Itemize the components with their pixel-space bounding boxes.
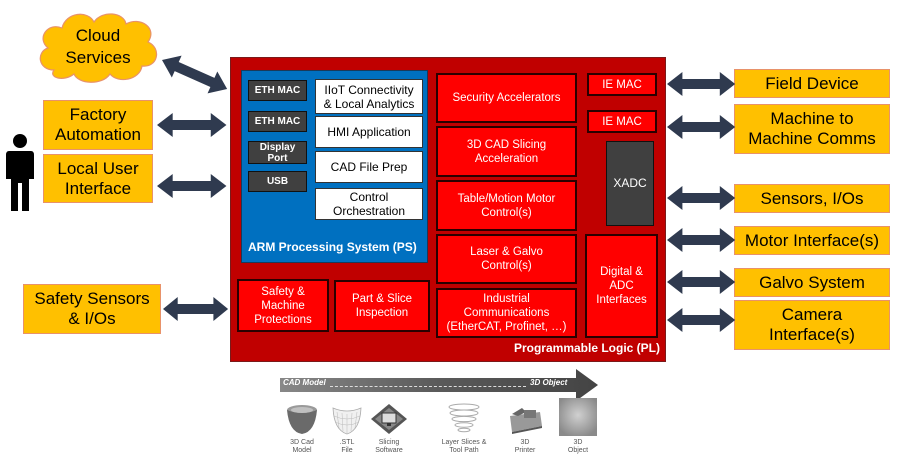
- person-icon: [6, 134, 34, 211]
- workflow-step-cad-model: 3D Cad Model: [277, 402, 327, 455]
- safety-sensors-box: Safety Sensors & I/Os: [23, 284, 161, 334]
- eth-mac-port-2: ETH MAC: [248, 111, 307, 132]
- arrow-safety-sensors: [163, 297, 229, 321]
- ps-label: ARM Processing System (PS): [248, 240, 417, 254]
- arrow-galvo: [667, 270, 736, 294]
- step-caption: 3D Cad Model: [290, 439, 314, 454]
- workflow-step-layer-slices: Layer Slices & Tool Path: [432, 402, 496, 455]
- safety-machine-protections-block: Safety & Machine Protections: [237, 279, 329, 332]
- ie-mac-block-1: IE MAC: [587, 73, 657, 96]
- usb-port: USB: [248, 171, 307, 192]
- arrow-field-device: [667, 72, 736, 96]
- slicing-software-icon: [371, 404, 407, 434]
- cloud-label: Cloud Services: [65, 26, 131, 67]
- galvo-system-box: Galvo System: [734, 268, 890, 297]
- hmi-application-app: HMI Application: [315, 116, 423, 148]
- mesh-bowl-icon: [332, 407, 362, 435]
- workflow-arrow-end-label: 3D Object: [530, 378, 568, 387]
- security-accelerators-block: Security Accelerators: [436, 73, 577, 123]
- workflow-arrow: [280, 369, 598, 401]
- cad-file-prep-app: CAD File Prep: [315, 151, 423, 183]
- arrow-m2m: [667, 115, 736, 139]
- step-caption: .STL File: [339, 439, 355, 454]
- control-orchestration-app: Control Orchestration: [315, 188, 423, 220]
- camera-interface-box: Camera Interface(s): [734, 300, 890, 350]
- step-caption: Slicing Software: [375, 439, 403, 454]
- arrow-camera: [667, 308, 736, 332]
- bowl-model-icon: [287, 405, 317, 434]
- workflow-arrow-dashes: [330, 377, 526, 387]
- arrow-local-user: [157, 174, 227, 198]
- arrow-factory-automation: [157, 113, 227, 137]
- digital-adc-interfaces-block: Digital & ADC Interfaces: [585, 234, 658, 338]
- part-slice-inspection-block: Part & Slice Inspection: [334, 280, 430, 332]
- workflow-step-stl-file: .STL File: [324, 402, 370, 455]
- printer-icon: [510, 408, 542, 434]
- cloud-services: Cloud Services: [32, 8, 164, 86]
- motor-interface-box: Motor Interface(s): [734, 226, 890, 255]
- arrow-cloud: [157, 49, 233, 100]
- eth-mac-port-1: ETH MAC: [248, 80, 307, 101]
- step-caption: 3D Printer: [514, 439, 536, 454]
- cad-slicing-acceleration-block: 3D CAD Slicing Acceleration: [436, 126, 577, 177]
- field-device-box: Field Device: [734, 69, 890, 98]
- display-port: Display Port: [248, 141, 307, 164]
- industrial-communications-block: Industrial Communications (EtherCAT, Pro…: [436, 288, 577, 338]
- pl-label: Programmable Logic (PL): [513, 341, 660, 355]
- arrow-motor: [667, 228, 736, 252]
- iiot-connectivity-app: IIoT Connectivity & Local Analytics: [315, 79, 423, 114]
- local-user-interface-box: Local User Interface: [43, 154, 153, 203]
- laser-galvo-control-block: Laser & Galvo Control(s): [436, 234, 577, 284]
- cloud-icon: [39, 13, 158, 83]
- step-caption: 3D Object: [567, 439, 589, 454]
- factory-automation-box: Factory Automation: [43, 100, 153, 150]
- arrow-sensors: [667, 186, 736, 210]
- machine-to-machine-box: Machine to Machine Comms: [734, 104, 890, 154]
- step-caption: Layer Slices & Tool Path: [441, 439, 487, 454]
- xadc-block: XADC: [606, 141, 654, 226]
- workflow-step-slicing-software: Slicing Software: [364, 402, 414, 455]
- sensors-ios-box: Sensors, I/Os: [734, 184, 890, 213]
- object-icon: [559, 398, 597, 436]
- ie-mac-block-2: IE MAC: [587, 110, 657, 133]
- workflow-step-3d-printer: 3D Printer: [500, 402, 550, 455]
- table-motion-motor-control-block: Table/Motion Motor Control(s): [436, 180, 577, 231]
- layer-slices-icon: [448, 403, 480, 433]
- workflow-step-3d-object: 3D Object: [553, 398, 603, 455]
- workflow-arrow-start-label: CAD Model: [283, 378, 326, 387]
